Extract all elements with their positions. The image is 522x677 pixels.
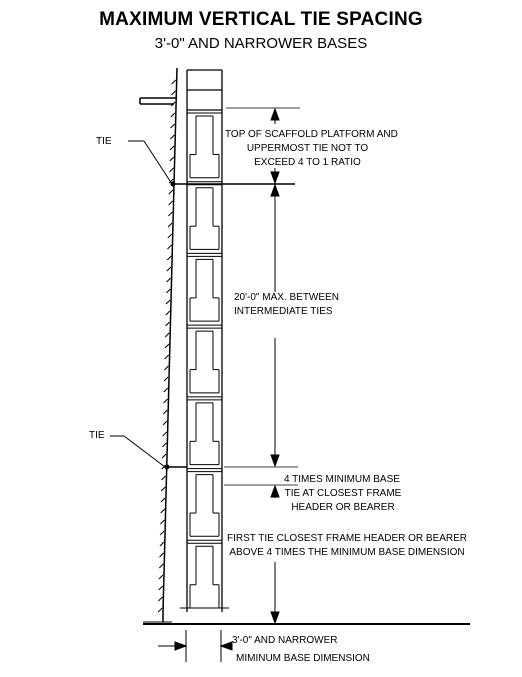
tie-upper-line: [128, 140, 295, 187]
wall-hatch-tick: [170, 112, 176, 118]
wall-hatch-tick: [159, 541, 165, 547]
width-line-1: 3'-0" AND NARROWER: [232, 635, 338, 646]
wall-hatch-tick: [160, 519, 165, 525]
wall-hatch-tick: [164, 343, 170, 349]
wall-hatch-tick: [167, 233, 173, 239]
dimension-arrow-middle: [270, 183, 280, 468]
wall-hatch-tick: [162, 409, 168, 415]
dimension-arrow-bottom: [270, 562, 280, 625]
wall-hatch-tick: [167, 244, 172, 250]
wall-hatch-tick: [167, 222, 173, 228]
top-note-line-2: UPPERMOST TIE NOT TO: [246, 143, 369, 154]
tie-lower-line: [110, 435, 187, 470]
wall-hatch-tick: [169, 134, 175, 140]
dimension-arrow-top: [270, 107, 280, 185]
wall-hatch-tick: [161, 453, 167, 459]
wall-hatch-tick: [168, 178, 174, 184]
base-plates: [180, 604, 229, 612]
base-note-line-3: HEADER OR BEARER: [291, 502, 395, 513]
base-note-line-1: 4 TIMES MINIMUM BASE: [284, 474, 400, 485]
base-note-line-2: TIE AT CLOSEST FRAME: [284, 488, 402, 499]
wall-hatch-tick: [160, 486, 166, 492]
wall-hatch-tick: [169, 145, 175, 151]
wall-hatch-tick: [163, 387, 169, 393]
wall-hatch-tick: [163, 398, 168, 404]
diagram-subtitle: 3'-0" AND NARROWER BASES: [154, 35, 368, 52]
wall-hatch-tick: [159, 530, 165, 536]
wall-hatch-tick: [171, 79, 177, 85]
wall-hatch-tick: [170, 101, 176, 107]
wall-hatch-tick: [166, 266, 172, 272]
first-tie-line-2: ABOVE 4 TIMES THE MINIMUM BASE DIMENSION: [229, 547, 465, 558]
wall-hatch-tick: [158, 563, 164, 569]
wall-hatch-tick: [165, 299, 171, 305]
wall-hatch-tick: [162, 442, 167, 448]
wall-hatch-tick: [166, 288, 171, 294]
wall-hatch-tick: [164, 365, 169, 371]
intermediate-ties-note: 20'-0" MAX. BETWEEN INTERMEDIATE TIES: [234, 291, 339, 319]
mid-note-line-2: INTERMEDIATE TIES: [234, 306, 333, 317]
top-note-line-3: EXCEED 4 TO 1 RATIO: [254, 157, 361, 168]
wall-hatch-tick: [160, 508, 166, 514]
dimension-arrow-base-4x: [270, 484, 280, 498]
extension-lines: [224, 107, 300, 486]
wall-hatching: [157, 79, 177, 613]
width-line-2: MIMINUM BASE DIMENSION: [236, 653, 370, 664]
wall-hatch-tick: [169, 156, 175, 162]
wall-hatch-tick: [158, 596, 163, 602]
wall-hatch-tick: [157, 607, 163, 613]
wall-hatch-tick: [160, 497, 166, 503]
first-tie-note: FIRST TIE CLOSEST FRAME HEADER OR BEARER…: [222, 532, 472, 560]
building-wall: [139, 67, 178, 622]
scaffold-tower: [186, 69, 223, 612]
wall-hatch-tick: [164, 332, 170, 338]
wall-hatch-tick: [169, 167, 174, 173]
wall-hatch-tick: [163, 376, 169, 382]
wall-hatch-tick: [165, 310, 171, 316]
wall-hatch-tick: [159, 552, 164, 558]
diagram-title: MAXIMUM VERTICAL TIE SPACING: [99, 9, 423, 30]
wall-hatch-tick: [158, 585, 164, 591]
tie-lower-label: TIE: [89, 430, 105, 441]
scaffold-frames: [187, 109, 222, 609]
closest-frame-note: TIE AT CLOSEST FRAME HEADER OR BEARER: [278, 487, 408, 515]
wall-hatch-tick: [170, 123, 175, 129]
wall-hatch-tick: [161, 475, 166, 481]
wall-hatch-tick: [158, 574, 164, 580]
wall-hatch-tick: [166, 255, 172, 261]
wall-hatch-tick: [171, 90, 176, 96]
wall-hatch-tick: [162, 431, 168, 437]
first-tie-line-1: FIRST TIE CLOSEST FRAME HEADER OR BEARER: [226, 533, 468, 544]
base-width-dimension: [158, 630, 233, 662]
top-note-line-1: TOP OF SCAFFOLD PLATFORM AND: [225, 129, 398, 140]
wall-hatch-tick: [162, 420, 168, 426]
wall-hatch-tick: [166, 277, 172, 283]
wall-hatch-tick: [168, 189, 174, 195]
tie-upper-label: TIE: [96, 136, 112, 147]
wall-hatch-tick: [165, 321, 170, 327]
wall-hatch-tick: [168, 200, 173, 206]
wall-hatch-tick: [164, 354, 170, 360]
wall-hatch-tick: [167, 211, 173, 217]
top-platform-note: TOP OF SCAFFOLD PLATFORM AND UPPERMOST T…: [225, 128, 398, 170]
mid-note-line-1: 20'-0" MAX. BETWEEN: [234, 292, 339, 303]
